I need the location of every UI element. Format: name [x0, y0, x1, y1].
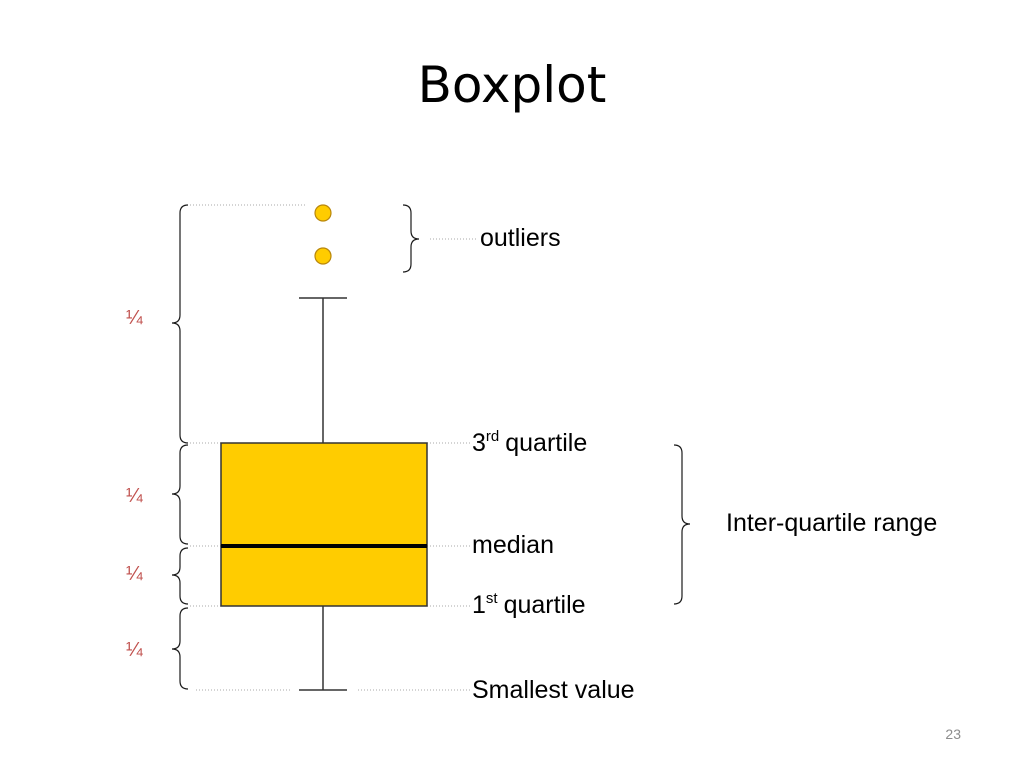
smallest-value-label: Smallest value: [472, 676, 635, 704]
fraction-label: ¼: [126, 307, 143, 329]
outliers-label: outliers: [480, 224, 561, 252]
page-number: 23: [945, 726, 961, 742]
iqr-label: Inter-quartile range: [726, 509, 937, 537]
brace-iqr: [673, 444, 691, 605]
brace-upper-quarter: [171, 204, 189, 444]
iqr-box: [220, 442, 428, 607]
fraction-label: ¼: [126, 485, 143, 507]
fraction-label: ¼: [126, 639, 143, 661]
fraction-label: ¼: [126, 563, 143, 585]
median-label: median: [472, 531, 554, 559]
brace-lower-quarter: [171, 607, 189, 690]
brace-outliers: [402, 204, 420, 273]
brace-q3-median: [171, 444, 189, 545]
outlier-point: [314, 204, 332, 222]
outlier-point: [314, 247, 332, 265]
slide-title: Boxplot: [417, 56, 607, 114]
brace-median-q1: [171, 547, 189, 605]
